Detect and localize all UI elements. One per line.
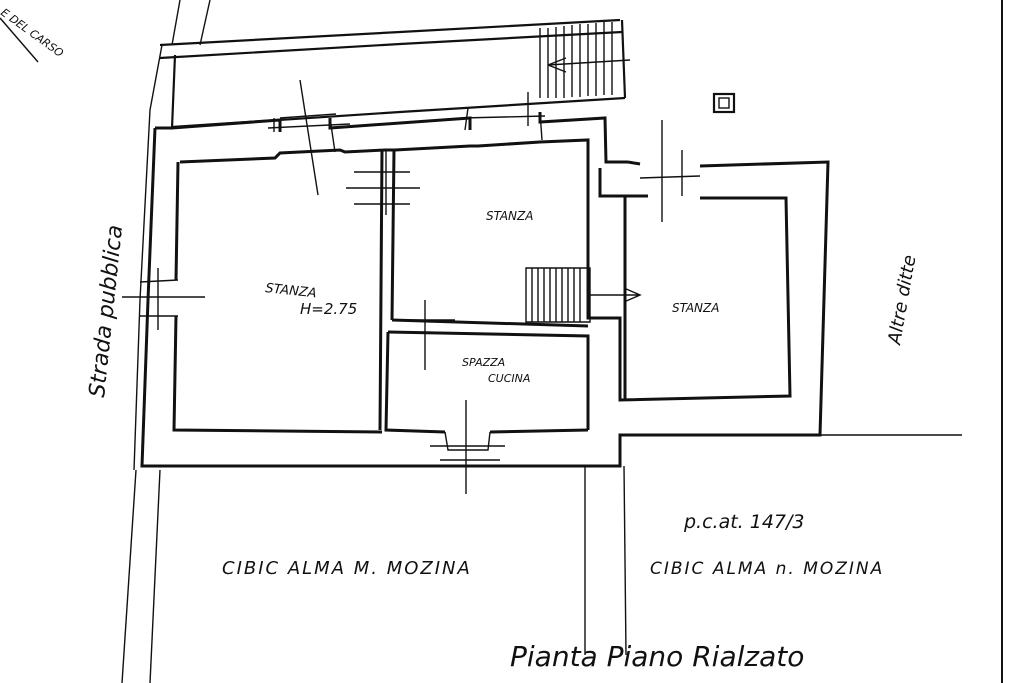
upper-strip [159,18,631,129]
room-label-cucina: CUCINA [488,372,530,385]
room-label-height: H=2.75 [300,300,357,318]
corner-note: E DEL CARSO [0,6,66,63]
plan-title: Pianta Piano Rialzato [510,640,804,673]
road-label-left: Strada pubblica [85,224,128,399]
owner-right: CIBIC ALMA n. MOZINA [650,559,884,579]
openings [122,79,701,494]
room-label-stanza-right: STANZA [672,301,719,315]
chimney-symbol [712,92,736,114]
building-walls [140,112,962,656]
room-label-stanza-main: STANZA [265,281,318,301]
room-label-stanza-top: STANZA [486,209,533,223]
road-edge-left [121,0,211,683]
owner-left: CIBIC ALMA M. MOZINA [222,558,472,579]
internal-stairs [525,267,642,323]
parcel-number: p.c.at. 147/3 [683,511,805,533]
road-label-right: Altre ditte [884,253,921,346]
corner-note-text: E DEL CARSO [0,6,66,60]
external-stairs [539,22,631,98]
room-label-spazza: SPAZZA [462,356,505,369]
